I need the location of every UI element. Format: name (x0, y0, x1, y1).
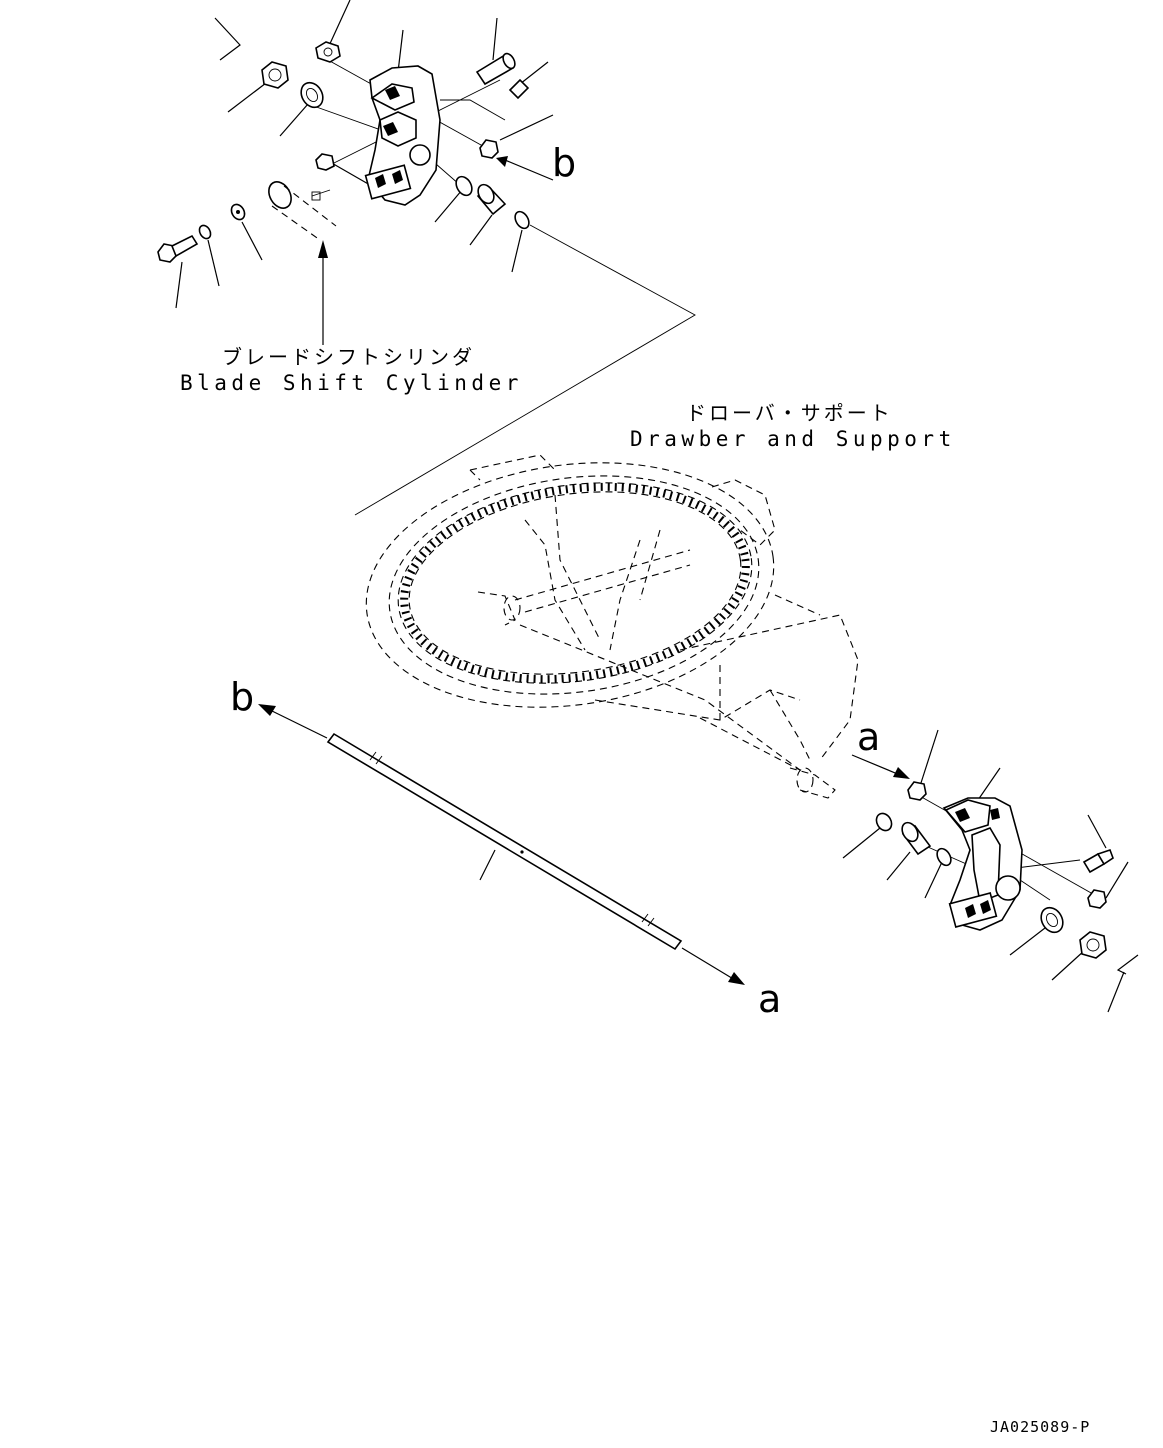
support-label-en: Drawber and Support (630, 427, 956, 451)
washer-part (1040, 906, 1064, 934)
grease-fitting-part (1082, 848, 1114, 874)
leader-line (279, 103, 309, 137)
leader-line (492, 17, 498, 61)
drawbar-support (365, 454, 859, 799)
leader-line (327, 0, 351, 49)
cylinder-label-jp: ブレードシフトシリンダ (222, 345, 475, 369)
frame-arm (609, 539, 641, 651)
frame-arm (639, 529, 661, 601)
leader-line (1116, 954, 1139, 975)
nut-part (1087, 889, 1107, 909)
frame-bar (774, 594, 821, 616)
axis-line (354, 224, 696, 516)
drawing-id: JA025089-P (990, 1418, 1090, 1436)
leader-line (469, 214, 493, 246)
frame-crossbar (524, 564, 691, 613)
frame-front (469, 454, 556, 471)
leader-line (329, 161, 371, 186)
ref-b-arrow (496, 156, 554, 181)
bolt-part (157, 234, 199, 263)
leader-line (977, 767, 1001, 801)
leader-line (1087, 814, 1107, 849)
pointer-arrow (318, 240, 328, 345)
frame-nose (769, 689, 811, 761)
frame-arm (524, 519, 586, 651)
circle-inner (388, 475, 760, 695)
top-assembly (157, 0, 696, 516)
shaft-boss (503, 595, 521, 621)
ref-b-arrow-rod (258, 704, 328, 739)
bracket-part (364, 65, 441, 206)
leader-line (919, 729, 939, 787)
ref-b-label-top: b (552, 141, 576, 185)
cylinder-end-part (268, 181, 337, 241)
ref-a-arrow-bottom (851, 754, 910, 779)
o-ring-part (514, 210, 530, 230)
gear-teeth (400, 482, 750, 684)
washer-part (300, 81, 324, 109)
circle-outer (365, 462, 775, 708)
o-ring-part (455, 175, 473, 197)
frame-bar (519, 624, 801, 771)
leader-line (241, 221, 263, 261)
shaft-boss (796, 767, 814, 793)
frame-nose (679, 614, 859, 761)
leader-line (842, 827, 881, 859)
leader-line (886, 851, 911, 881)
gear-ring-outer (397, 482, 753, 684)
leader-line (175, 261, 183, 309)
nut-part (315, 153, 335, 171)
leader-line (511, 229, 523, 273)
leader-line (1107, 971, 1125, 1013)
nut-part (1079, 931, 1107, 959)
nut-part (261, 61, 289, 89)
leader-line (499, 114, 554, 141)
nut-part (479, 139, 499, 159)
long-rod (326, 732, 683, 951)
leader-line (207, 239, 220, 287)
circle-bracket (469, 469, 481, 481)
leader-line (227, 79, 271, 113)
ref-a-arrow-rod (681, 947, 745, 985)
o-ring-part (936, 847, 952, 867)
leader-line (397, 29, 404, 73)
bushing-part (901, 821, 932, 856)
leader-line (1105, 861, 1129, 899)
leader-line (1009, 927, 1046, 956)
frame-crossbar (514, 549, 691, 601)
shaft-end (477, 591, 516, 626)
leader-line (479, 849, 496, 881)
bushing-part (476, 183, 507, 216)
ref-b-label-rod: b (230, 675, 254, 719)
nut-part (315, 41, 341, 63)
leader-line (434, 189, 463, 223)
grease-fitting-part (508, 78, 530, 100)
frame-arm (554, 494, 601, 641)
axis-line (440, 99, 506, 121)
support-label-jp: ドローバ・サポート (686, 401, 893, 425)
o-ring-part (875, 812, 893, 832)
leader-line (519, 61, 549, 85)
plate-washer-part (230, 203, 246, 221)
nut-part (907, 781, 927, 801)
leader-line (924, 861, 943, 899)
leader-line (1051, 949, 1086, 981)
frame-bar (699, 717, 801, 771)
gear-ring-inner (408, 491, 742, 675)
cylinder-label-en: Blade Shift Cylinder (180, 371, 523, 395)
pin-part (475, 52, 516, 86)
circle-bracket (711, 479, 776, 546)
ref-a-label-rod: a (758, 977, 781, 1021)
axis-line (1019, 879, 1051, 901)
ref-a-label-bottom: a (857, 715, 880, 759)
frame-nose (594, 689, 801, 721)
bracket-part (942, 797, 1023, 931)
leader-line (214, 17, 241, 61)
bottom-assembly (842, 729, 1139, 1013)
shaft-end (789, 767, 836, 799)
lock-washer-part (198, 224, 212, 240)
